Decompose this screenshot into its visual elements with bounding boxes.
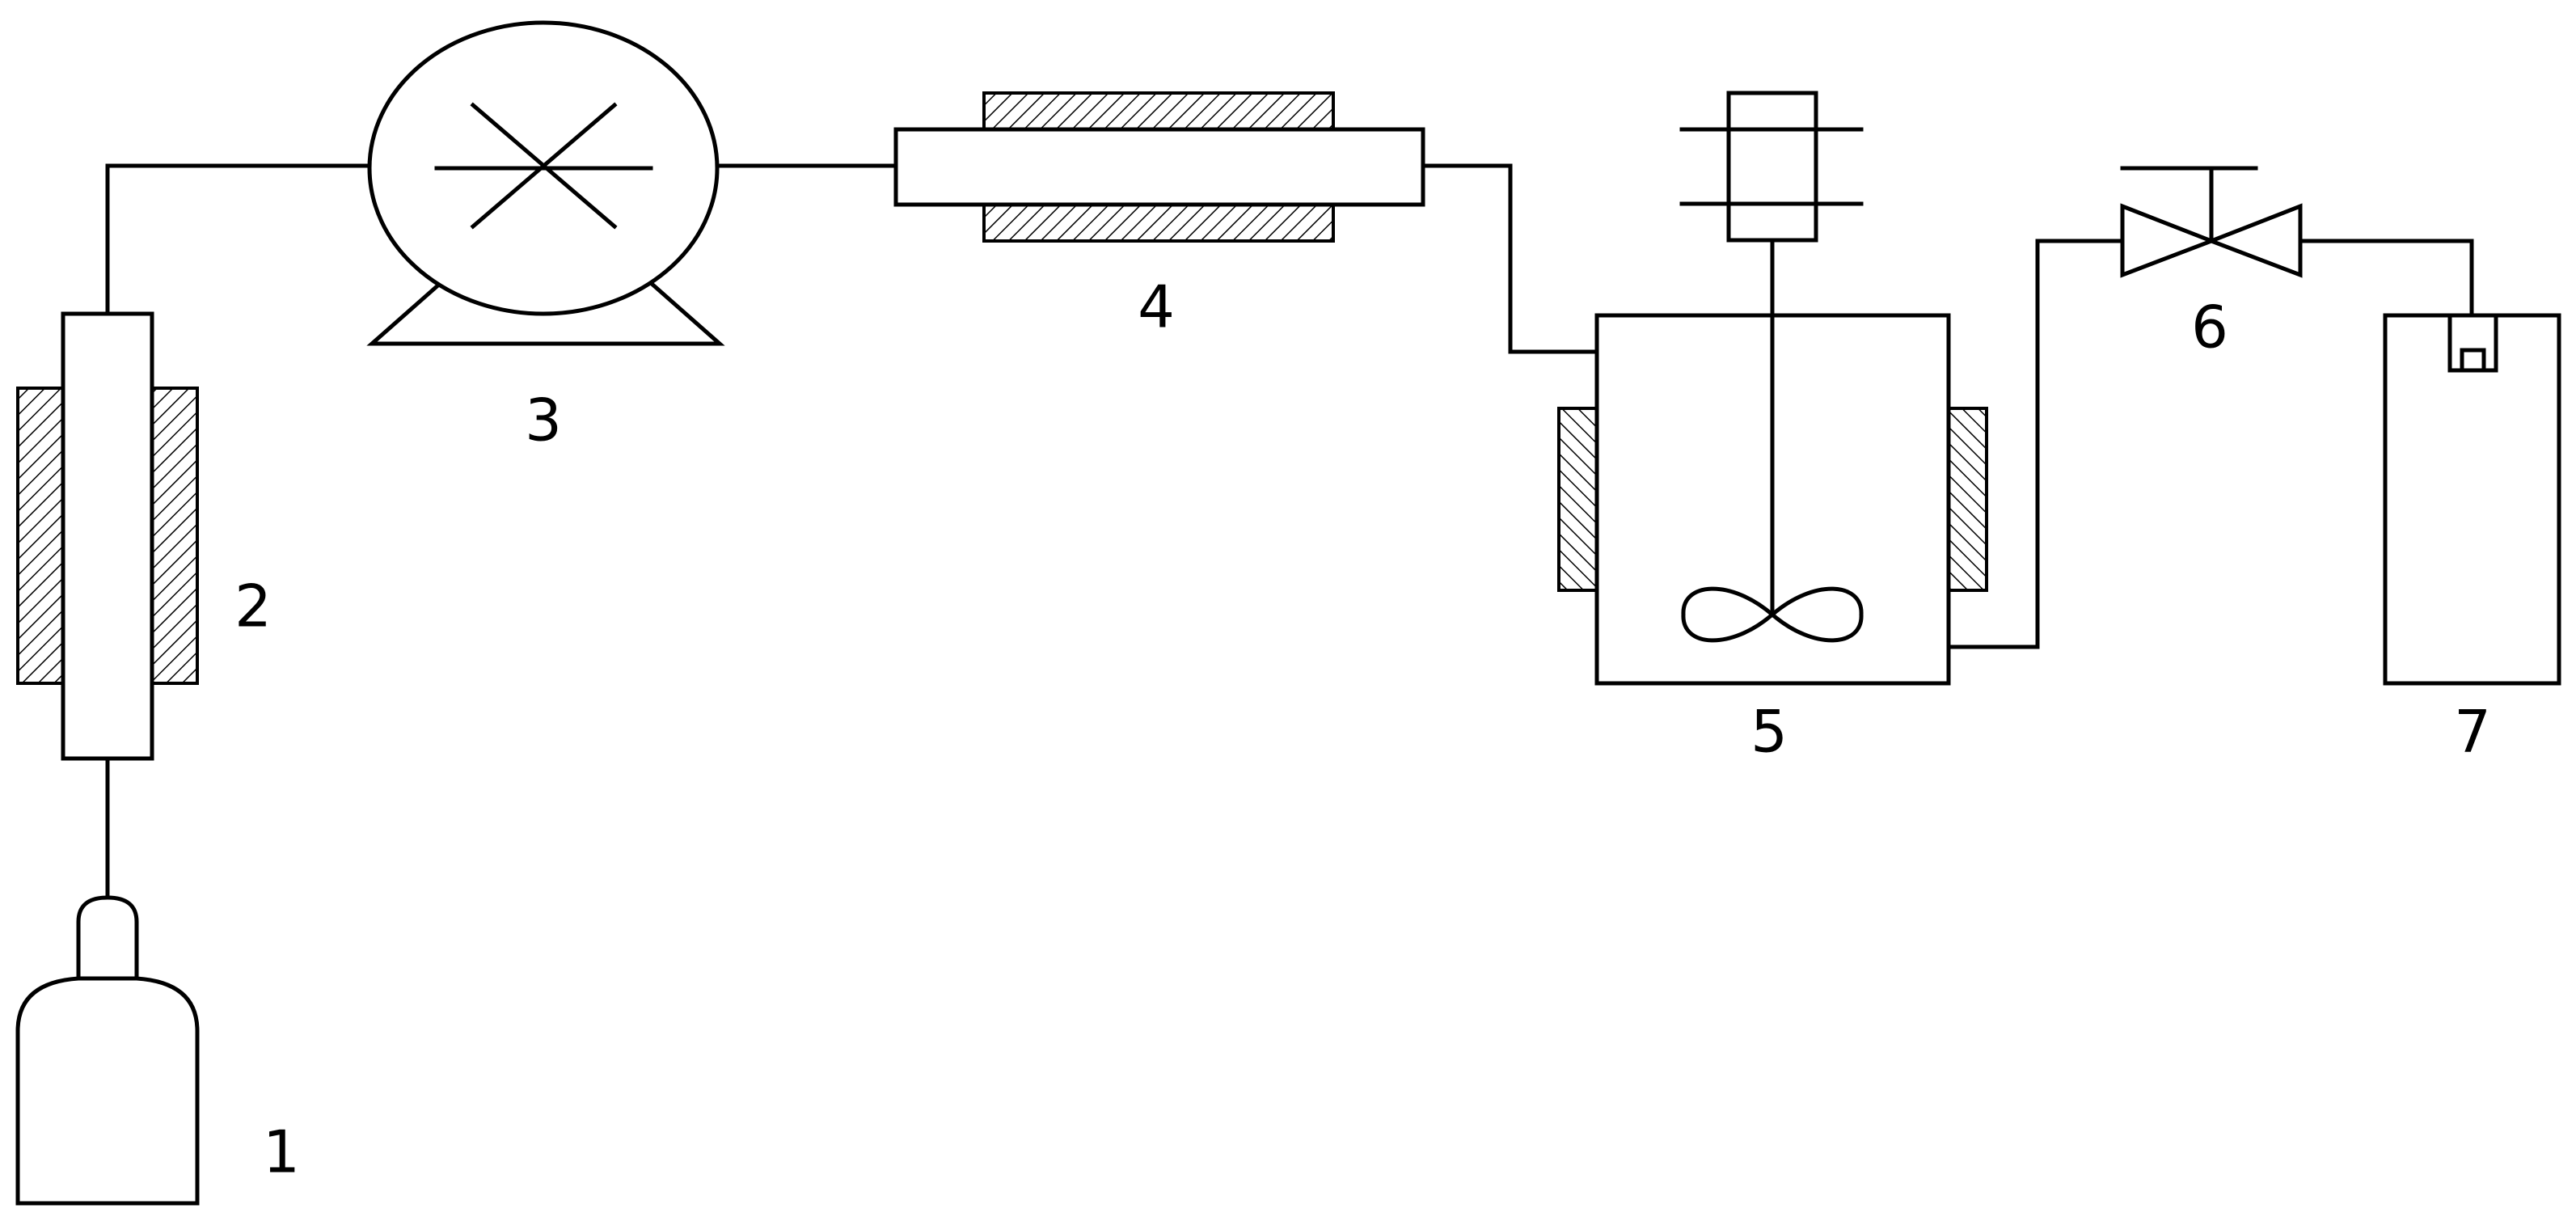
valve: 6 [2120,166,2303,361]
pump: 3 [366,20,725,454]
pipe-reactor-to-valve [1946,239,2125,649]
stirrer-motor [1726,91,1818,243]
pipe-preheater-to-pump [105,163,370,316]
preheater: 2 [16,311,272,761]
preheater-column [61,311,154,761]
label-gas-cylinder: 1 [263,1118,300,1186]
pipe-heater-to-reactor [1421,163,1599,354]
pump-impeller-diag-2 [470,102,618,230]
label-pump: 3 [525,387,562,454]
gas-cylinder: 1 [15,895,300,1206]
collector: 7 [2383,313,2561,766]
heater-tube [893,127,1425,207]
label-collector: 7 [2454,698,2491,766]
preheater-jacket-right [150,387,199,685]
collector-inlet-inner [2460,348,2486,373]
gas-cylinder-body [15,976,200,1206]
preheater-jacket-left [16,387,65,685]
label-valve: 6 [2191,294,2228,361]
valve-body [2120,203,2303,278]
heater-jacket-top [982,91,1335,131]
heater-jacket-bottom [982,203,1335,243]
heater: 4 [893,91,1425,341]
label-reactor: 5 [1750,698,1788,766]
label-preheater: 2 [234,573,272,640]
label-heater: 4 [1138,273,1175,341]
reactor-jacket-left [1557,407,1598,592]
reactor: 5 [1557,91,1988,766]
stirrer-impeller [1681,586,1864,643]
pipeline [105,163,2474,900]
gas-cylinder-neck [76,895,139,981]
pipe-valve-to-collector [2298,239,2474,322]
reactor-jacket-right [1947,407,1988,592]
